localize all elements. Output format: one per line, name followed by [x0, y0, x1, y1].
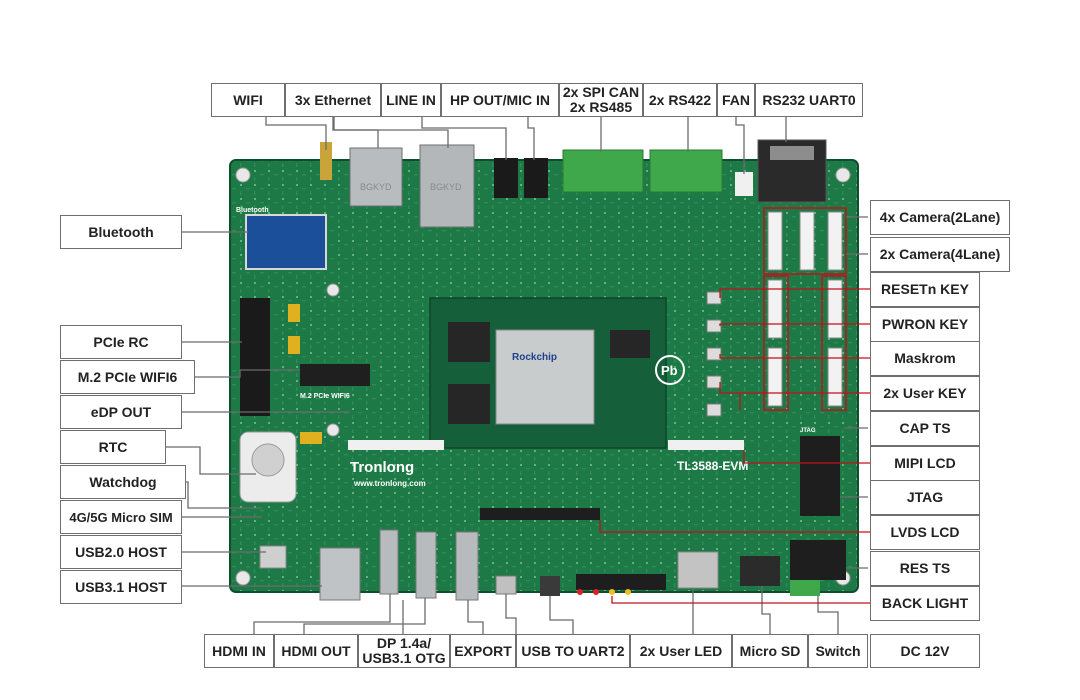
label-dp-usb3-otg: DP 1.4a/ USB3.1 OTG	[358, 634, 450, 668]
label-4x-camera-2lane: 4x Camera(2Lane)	[870, 200, 1010, 235]
brand-silkscreen: Tronlong	[350, 459, 414, 476]
label-fan: FAN	[717, 83, 755, 117]
soc-chip	[495, 329, 595, 425]
terminal-block-rs422	[649, 149, 723, 193]
label-pcie-rc: PCIe RC	[60, 325, 182, 359]
label-resetn-key: RESETn KEY	[870, 272, 980, 307]
hdmi-out-port	[415, 531, 437, 599]
leader-lines	[166, 117, 868, 634]
export-port	[495, 575, 517, 595]
label-hdmi-in: HDMI IN	[204, 634, 274, 668]
m2-slot	[300, 364, 370, 386]
mipi-lcd-connector	[668, 440, 744, 450]
label-pwron-key: PWRON KEY	[870, 307, 980, 342]
ethernet-port-2	[419, 144, 475, 228]
label-micro-sd: Micro SD	[732, 634, 808, 668]
label-line-in: LINE IN	[381, 83, 441, 117]
ethernet-port-1	[349, 147, 403, 207]
hdmi-in-port	[379, 529, 399, 595]
label-2x-rs422: 2x RS422	[643, 83, 717, 117]
svg-text:BGKYD: BGKYD	[430, 182, 462, 192]
label-bluetooth: Bluetooth	[60, 215, 182, 249]
label-usb3-host: USB3.1 HOST	[60, 570, 182, 604]
label-edp-out: eDP OUT	[60, 395, 182, 429]
label-3x-ethernet: 3x Ethernet	[285, 83, 381, 117]
svg-text:Bluetooth: Bluetooth	[236, 207, 269, 214]
label-wifi: WIFI	[211, 83, 285, 117]
fan-header	[735, 172, 753, 196]
model-silkscreen: TL3588-EVM	[677, 459, 748, 473]
pin-header-row	[480, 508, 600, 520]
website-silkscreen: www.tronlong.com	[353, 479, 426, 488]
label-usb-to-uart2: USB TO UART2	[516, 634, 630, 668]
eth-silk: BGKYD	[360, 182, 392, 192]
label-switch: Switch	[808, 634, 868, 668]
leader-lines-red	[599, 288, 870, 604]
power-switch	[740, 556, 780, 586]
label-usb2-host: USB2.0 HOST	[60, 535, 182, 569]
usb-host-ports	[319, 547, 361, 601]
soc-brand: Rockchip	[512, 352, 557, 363]
label-res-ts: RES TS	[870, 551, 980, 586]
label-rs232-uart0: RS232 UART0	[755, 83, 863, 117]
label-watchdog: Watchdog	[60, 465, 186, 499]
label-lvds-lcd: LVDS LCD	[870, 515, 980, 550]
label-2x-user-led: 2x User LED	[630, 634, 732, 668]
label-back-light: BACK LIGHT	[870, 586, 980, 621]
label-cap-ts: CAP TS	[870, 411, 980, 446]
label-mipi-lcd: MIPI LCD	[870, 446, 980, 481]
micro-sd-slot	[677, 551, 719, 589]
label-export: EXPORT	[450, 634, 516, 668]
svg-text:M.2 PCIe WIFI6: M.2 PCIe WIFI6	[300, 393, 350, 400]
dp-usb-port	[455, 531, 479, 601]
edp-connector	[348, 440, 444, 450]
dc-jack	[790, 540, 846, 580]
lead-free-mark	[655, 355, 685, 385]
wifi-antenna-connector	[320, 142, 332, 180]
label-hdmi-out: HDMI OUT	[274, 634, 358, 668]
sim-slot	[259, 545, 287, 569]
bluetooth-module	[245, 214, 327, 270]
label-m2-pcie-wifi6: M.2 PCIe WIFI6	[60, 360, 195, 394]
label-jtag: JTAG	[870, 480, 980, 515]
svg-text:Pb: Pb	[661, 363, 678, 378]
label-2x-camera-4lane: 2x Camera(4Lane)	[870, 237, 1010, 272]
label-spi-can-rs485: 2x SPI CAN 2x RS485	[559, 83, 643, 117]
terminal-block-spi-can	[562, 149, 644, 193]
label-hp-out-mic-in: HP OUT/MIC IN	[441, 83, 559, 117]
uart2-usb-port	[540, 576, 560, 596]
label-dc-12v: DC 12V	[870, 634, 980, 668]
jtag-silkscreen: JTAG	[800, 428, 816, 434]
label-2x-user-key: 2x User KEY	[870, 376, 980, 411]
push-buttons	[706, 291, 722, 417]
jtag-header	[800, 436, 840, 516]
pcie-slot	[240, 298, 270, 416]
label-rtc: RTC	[60, 430, 166, 464]
label-4g-5g-micro-sim: 4G/5G Micro SIM	[60, 500, 182, 534]
hp-out-jack	[524, 158, 548, 198]
label-maskrom: Maskrom	[870, 341, 980, 376]
line-in-jack	[494, 158, 518, 198]
